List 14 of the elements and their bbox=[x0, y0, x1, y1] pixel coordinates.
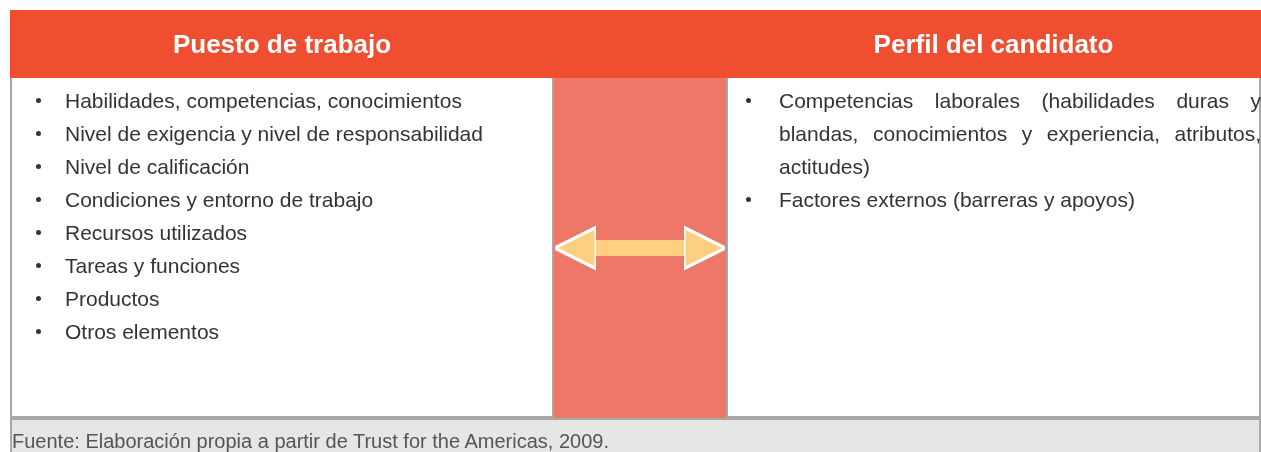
source-caption: Fuente: Elaboración propia a partir de Trust for the Americas, 2009. bbox=[12, 430, 609, 452]
column-heading: Perfil del candidato bbox=[873, 28, 1114, 60]
list-item: Nivel de calificación bbox=[65, 154, 251, 180]
list-item: Tareas y funciones bbox=[65, 253, 242, 279]
list-item: Nivel de exigencia y nivel de responsabilidad bbox=[65, 121, 484, 147]
list-item: Productos bbox=[65, 286, 161, 312]
list-item: Competencias laborales (habilidades duras y blandas, conocimientos y experiencia, atributos, actitudes) bbox=[779, 88, 1261, 180]
list-item: Factores externos (barreras y apoyos) bbox=[779, 187, 1136, 213]
list-item: Condiciones y entorno de trabajo bbox=[65, 187, 375, 213]
column-heading: Puesto de trabajo bbox=[172, 28, 392, 60]
list-item: Otros elementos bbox=[65, 319, 221, 345]
list-item: Recursos utilizados bbox=[65, 220, 249, 246]
double-arrow bbox=[552, 225, 728, 271]
list-item: Habilidades, competencias, conocimientos bbox=[65, 88, 463, 114]
